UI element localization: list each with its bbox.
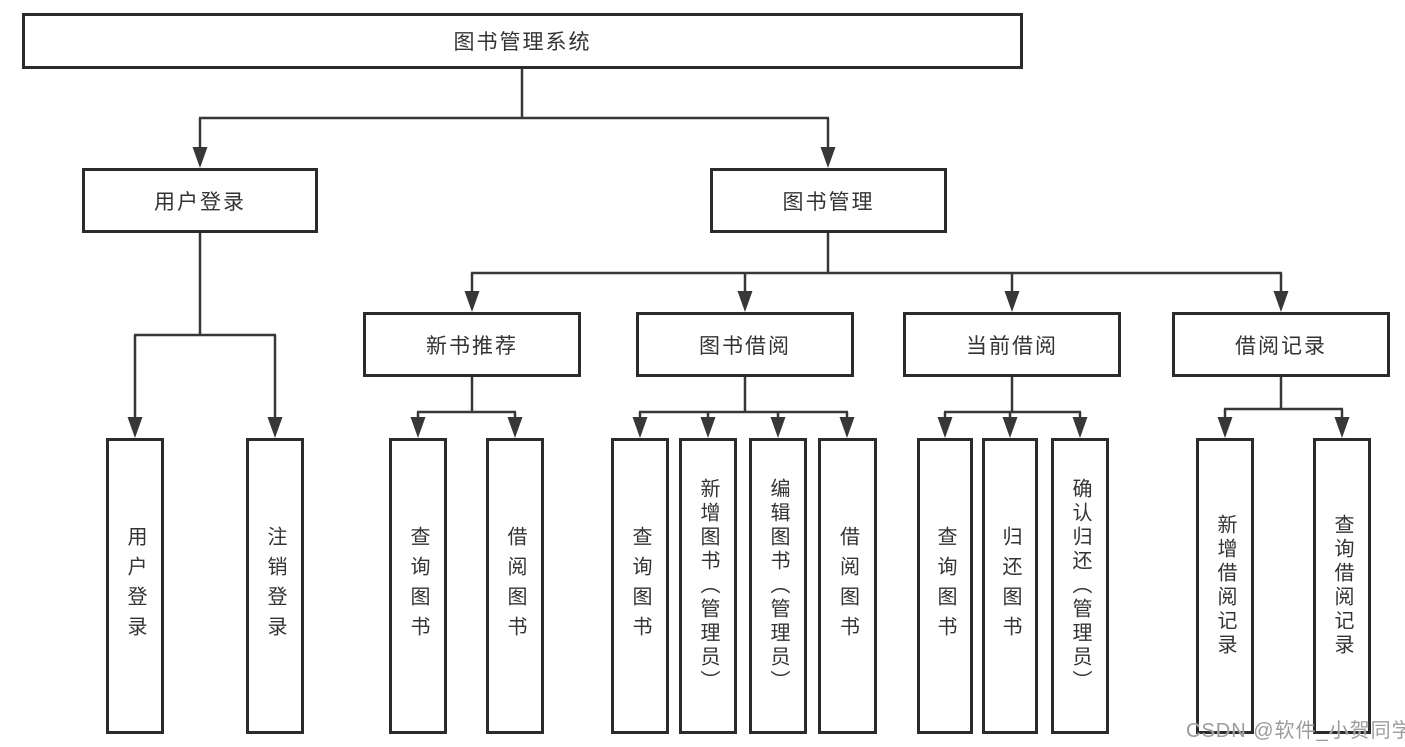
leaf-query-borrow-record: 查询借阅记录 xyxy=(1313,438,1371,734)
node-user-login: 用户登录 xyxy=(82,168,318,233)
node-user-login-label: 用户登录 xyxy=(154,190,246,214)
node-book-management: 图书管理 xyxy=(710,168,947,233)
node-new-book-recommend: 新书推荐 xyxy=(363,312,581,377)
node-book-borrow-label: 图书借阅 xyxy=(699,334,791,358)
node-root-label: 图书管理系统 xyxy=(453,31,592,54)
leaf-add-books-admin: 新增图书（管理员） xyxy=(679,438,737,734)
leaf-borrow-books: 借阅图书 xyxy=(818,438,877,734)
node-new-book-recommend-label: 新书推荐 xyxy=(426,334,518,358)
leaf-recommend-borrow-books: 借阅图书 xyxy=(486,438,544,734)
leaf-confirm-return-admin: 确认归还（管理员） xyxy=(1051,438,1109,734)
leaf-return-books: 归还图书 xyxy=(982,438,1038,734)
leaf-user-login-label: 用户登录 xyxy=(124,526,146,646)
node-book-management-label: 图书管理 xyxy=(782,190,875,214)
leaf-edit-books-admin-label: 编辑图书（管理员） xyxy=(767,478,789,694)
leaf-logout: 注销登录 xyxy=(246,438,304,734)
watermark: CSDN @软件_小贺同学 xyxy=(1186,720,1405,742)
leaf-confirm-return-admin-label: 确认归还（管理员） xyxy=(1069,478,1091,694)
leaf-add-books-admin-label: 新增图书（管理员） xyxy=(697,478,719,694)
leaf-query-borrow-record-label: 查询借阅记录 xyxy=(1331,514,1353,658)
leaf-user-login: 用户登录 xyxy=(106,438,164,734)
node-book-borrow: 图书借阅 xyxy=(636,312,854,377)
leaf-current-query-books: 查询图书 xyxy=(917,438,973,734)
leaf-borrow-query-books: 查询图书 xyxy=(611,438,669,734)
leaf-borrow-books-label: 借阅图书 xyxy=(836,526,859,646)
node-root-system: 图书管理系统 xyxy=(22,13,1023,69)
leaf-logout-label: 注销登录 xyxy=(264,526,286,646)
leaf-return-books-label: 归还图书 xyxy=(999,526,1021,646)
node-current-borrow: 当前借阅 xyxy=(903,312,1121,377)
node-borrow-records-label: 借阅记录 xyxy=(1235,334,1327,358)
leaf-current-query-books-label: 查询图书 xyxy=(934,526,956,646)
leaf-edit-books-admin: 编辑图书（管理员） xyxy=(749,438,807,734)
leaf-recommend-borrow-books-label: 借阅图书 xyxy=(504,526,526,646)
leaf-add-borrow-record: 新增借阅记录 xyxy=(1196,438,1254,734)
leaf-recommend-query-books: 查询图书 xyxy=(389,438,447,734)
node-borrow-records: 借阅记录 xyxy=(1172,312,1390,377)
leaf-borrow-query-books-label: 查询图书 xyxy=(629,526,651,646)
leaf-recommend-query-books-label: 查询图书 xyxy=(407,526,429,646)
leaf-add-borrow-record-label: 新增借阅记录 xyxy=(1214,514,1236,658)
node-current-borrow-label: 当前借阅 xyxy=(966,334,1058,358)
